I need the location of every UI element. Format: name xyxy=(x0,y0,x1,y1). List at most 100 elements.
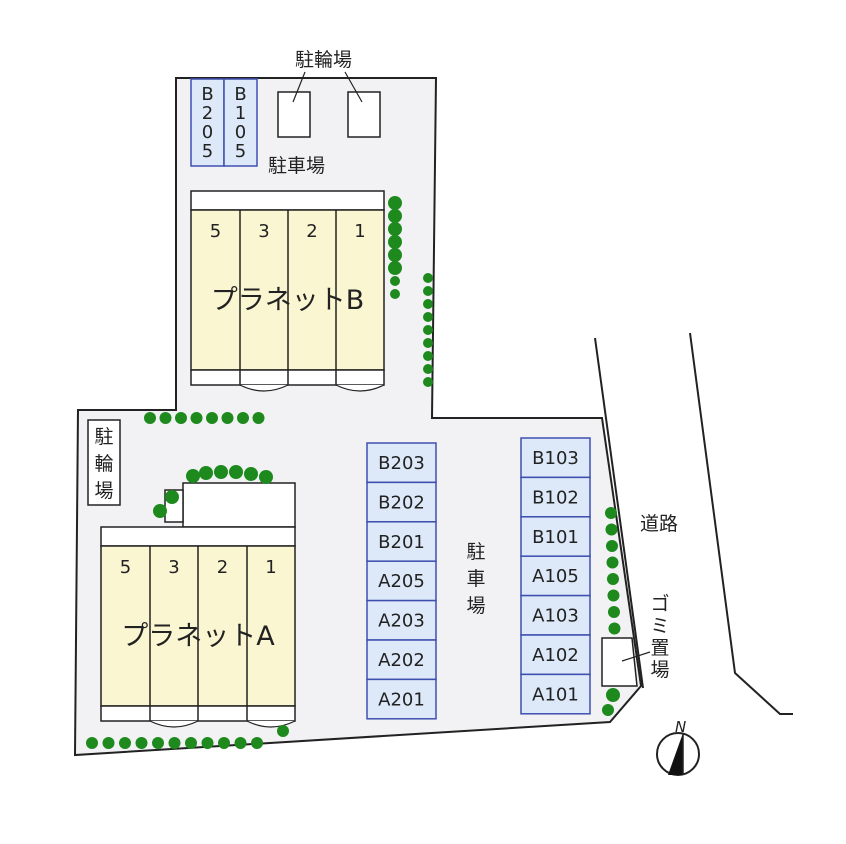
tree-icon xyxy=(251,737,263,749)
tree-icon xyxy=(175,412,187,424)
road-edge-right xyxy=(689,332,793,715)
parking-space-label-char: B xyxy=(234,84,246,105)
tree-icon xyxy=(607,589,620,602)
tree-icon xyxy=(214,465,228,479)
building-name: プラネットA xyxy=(121,621,275,652)
parking-space xyxy=(520,516,591,557)
parking-space xyxy=(366,599,437,641)
tree-icon xyxy=(606,688,620,702)
tree-icon xyxy=(206,412,218,424)
tree-icon xyxy=(119,737,131,749)
tree-icon xyxy=(388,235,402,249)
label-char: 置 xyxy=(650,637,669,659)
tree-icon xyxy=(423,364,433,374)
parking-space-label: A203 xyxy=(378,611,425,632)
tree-icon xyxy=(218,737,230,749)
unit-number: 5 xyxy=(120,557,131,578)
parking-space-label: A101 xyxy=(532,684,579,705)
tree-icon xyxy=(388,209,402,223)
tree-icon xyxy=(607,606,620,618)
tree-icon xyxy=(277,725,289,737)
tree-icon xyxy=(602,704,614,716)
building-a-annex xyxy=(182,482,296,528)
bike-parking-top-label: 駐輪場 xyxy=(295,49,352,71)
tree-icon xyxy=(423,312,433,322)
label-char: 場 xyxy=(94,480,113,502)
tree-icon xyxy=(423,286,433,296)
parking-space xyxy=(520,555,591,597)
tree-icon xyxy=(423,299,433,309)
bike-parking-box xyxy=(347,91,381,138)
parking-space-label: B103 xyxy=(532,448,579,469)
road-edge-left xyxy=(594,337,644,689)
parking-space xyxy=(520,476,591,518)
tree-icon xyxy=(168,737,181,749)
parking-space xyxy=(366,678,437,720)
parking-space-label-char: 5 xyxy=(202,141,213,162)
tree-icon xyxy=(390,289,400,299)
parking-space-label-char: 1 xyxy=(235,103,246,124)
tree-icon xyxy=(252,412,265,424)
bike-parking-left xyxy=(87,419,121,506)
parking-space-label: A202 xyxy=(378,650,425,671)
svg-text:N: N xyxy=(675,718,686,736)
tree-icon xyxy=(153,504,167,518)
parking-space xyxy=(366,560,437,602)
tree-icon xyxy=(201,737,214,749)
label-char: 駐 xyxy=(466,541,485,563)
tree-icon xyxy=(190,412,203,424)
label-char: 場 xyxy=(650,659,669,681)
unit-number: 1 xyxy=(354,221,365,242)
tree-icon xyxy=(237,412,249,424)
tree-icon xyxy=(423,338,433,348)
tree-icon xyxy=(388,248,402,262)
tree-icon xyxy=(423,273,433,283)
unit-number: 3 xyxy=(168,557,179,578)
unit-number: 1 xyxy=(265,557,276,578)
parking-space-label-char: 0 xyxy=(202,122,213,143)
unit-number: 2 xyxy=(306,221,317,242)
parking-space-label: A103 xyxy=(532,606,579,627)
parking-top-label: 駐車場 xyxy=(268,155,325,177)
tree-icon xyxy=(144,412,156,424)
tree-icon xyxy=(606,573,619,585)
parking-space xyxy=(223,78,258,167)
tree-icon xyxy=(135,737,148,749)
building-name: プラネットB xyxy=(211,285,365,316)
label-char: ゴ xyxy=(650,593,669,615)
parking-space xyxy=(520,437,591,479)
tree-icon xyxy=(605,507,617,519)
parking-space xyxy=(520,634,591,676)
label-char: ミ xyxy=(650,615,669,637)
parking-space xyxy=(520,673,591,715)
trees xyxy=(86,196,621,749)
road-label: 道路 xyxy=(640,513,678,535)
parking-space-label: B101 xyxy=(532,527,579,548)
tree-icon xyxy=(86,737,98,749)
garbage-area xyxy=(601,637,638,687)
parking-space xyxy=(190,78,225,167)
parking-space-label: A201 xyxy=(378,689,425,710)
tree-icon xyxy=(152,737,164,749)
parking-space-label: B203 xyxy=(378,453,425,474)
north-compass-icon: N xyxy=(656,718,700,776)
tree-icon xyxy=(244,467,258,481)
unit-number: 5 xyxy=(210,221,221,242)
tree-icon xyxy=(390,276,400,286)
parking-space-label: B202 xyxy=(378,492,425,513)
parking-space-label-char: 0 xyxy=(235,122,246,143)
parking-space xyxy=(366,521,437,562)
parking-space-label: A205 xyxy=(378,571,425,592)
tree-icon xyxy=(234,737,247,749)
parking-space-label-char: 2 xyxy=(202,103,213,124)
tree-icon xyxy=(388,261,402,275)
tree-icon xyxy=(185,737,197,749)
parking-space-label: A102 xyxy=(532,645,579,666)
tree-icon xyxy=(388,196,402,210)
parking-space-label-char: 5 xyxy=(235,141,246,162)
tree-icon xyxy=(186,469,200,483)
